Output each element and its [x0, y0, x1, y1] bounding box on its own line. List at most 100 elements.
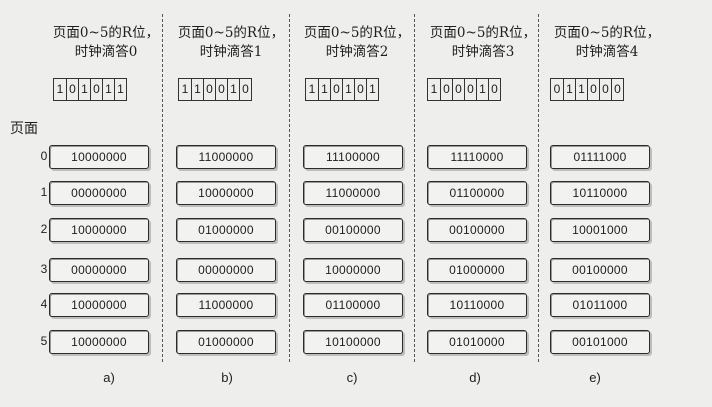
counter-page-5: 01000000: [176, 330, 276, 354]
counter-page-1: 10000000: [176, 181, 276, 205]
r-bit-page-1: 0: [440, 79, 452, 100]
page-label-3: 3: [40, 262, 48, 276]
r-bit-page-5: 1: [114, 79, 126, 100]
column-title-line2: 时钟滴答0: [74, 44, 138, 60]
counter-page-3: 01000000: [427, 258, 527, 282]
r-bit-page-2: 0: [203, 79, 215, 100]
r-bit-page-0: 1: [308, 82, 316, 96]
counter-page-5: 10100000: [303, 330, 403, 354]
r-bit-page-5: 0: [611, 79, 623, 100]
column-divider: [414, 14, 415, 362]
r-bits-row: 1 1 0 0 1 0: [178, 78, 252, 101]
r-bit-page-1: 1: [318, 79, 330, 100]
page-label-1: 1: [40, 185, 48, 199]
counter-page-2: 10000000: [49, 218, 149, 242]
counter-page-1: 10110000: [550, 181, 650, 205]
r-bit-page-1: 1: [563, 79, 575, 100]
r-bit-page-4: 0: [354, 79, 366, 100]
r-bit-page-3: 0: [587, 79, 599, 100]
r-bits-row: 1 0 1 0 1 1: [53, 78, 127, 101]
column-title-line2: 时钟滴答3: [451, 44, 515, 60]
subfigure-caption-b: b): [221, 370, 233, 385]
r-bit-page-5: 1: [366, 79, 378, 100]
counter-page-2: 01000000: [176, 218, 276, 242]
counter-page-4: 10000000: [49, 293, 149, 317]
subfigure-caption-a: a): [103, 370, 115, 385]
counter-page-4: 01011000: [550, 293, 650, 317]
counter-page-3: 00100000: [550, 258, 650, 282]
r-bit-page-4: 1: [476, 79, 488, 100]
column-title: 页面0~5的R位， 时钟滴答1: [165, 24, 297, 62]
r-bit-page-4: 1: [102, 79, 114, 100]
counter-page-1: 01100000: [427, 181, 527, 205]
column-title: 页面0~5的R位， 时钟滴答0: [40, 24, 172, 62]
counter-page-0: 11100000: [303, 145, 403, 169]
r-bit-page-0: 1: [56, 82, 64, 96]
counter-page-3: 00000000: [176, 258, 276, 282]
counter-page-2: 00100000: [427, 218, 527, 242]
counter-page-0: 11000000: [176, 145, 276, 169]
column-divider: [538, 14, 539, 362]
r-bit-page-2: 0: [452, 79, 464, 100]
r-bit-page-3: 0: [90, 79, 102, 100]
counter-page-0: 01111000: [550, 145, 650, 169]
r-bit-page-3: 0: [464, 79, 476, 100]
counter-page-1: 00000000: [49, 181, 149, 205]
page-label-2: 2: [40, 222, 48, 236]
page-label-5: 5: [40, 334, 48, 348]
tick-column-2: 页面0~5的R位， 时钟滴答2 1 1 0 1 0 1 11100000 110…: [291, 0, 423, 400]
counter-page-5: 00101000: [550, 330, 650, 354]
r-bit-page-1: 0: [66, 79, 78, 100]
column-title: 页面0~5的R位， 时钟滴答3: [417, 24, 549, 62]
r-bit-page-2: 0: [330, 79, 342, 100]
column-title-line1: 页面0~5的R位，: [429, 25, 537, 41]
column-title: 页面0~5的R位， 时钟滴答4: [541, 24, 673, 62]
r-bits-row: 1 0 0 0 1 0: [427, 78, 501, 101]
counter-page-4: 11000000: [176, 293, 276, 317]
counter-page-5: 01010000: [427, 330, 527, 354]
r-bit-page-4: 1: [227, 79, 239, 100]
r-bit-page-1: 1: [191, 79, 203, 100]
column-title-line2: 时钟滴答4: [575, 44, 639, 60]
counter-page-4: 10110000: [427, 293, 527, 317]
counter-page-0: 10000000: [49, 145, 149, 169]
page-label-4: 4: [40, 297, 48, 311]
subfigure-caption-d: d): [469, 370, 481, 385]
counter-page-2: 00100000: [303, 218, 403, 242]
counter-page-2: 10001000: [550, 218, 650, 242]
r-bit-page-3: 0: [215, 79, 227, 100]
subfigure-caption-e: e): [589, 370, 601, 385]
tick-column-0: 页面0~5的R位， 时钟滴答0 1 0 1 0 1 1 10000000 000…: [40, 0, 172, 400]
counter-page-1: 11000000: [303, 181, 403, 205]
counter-page-3: 00000000: [49, 258, 149, 282]
counter-page-4: 01100000: [303, 293, 403, 317]
column-divider: [289, 14, 290, 362]
r-bit-page-3: 1: [342, 79, 354, 100]
column-title-line2: 时钟滴答1: [199, 44, 263, 60]
counter-page-0: 11110000: [427, 145, 527, 169]
r-bits-row: 0 1 1 0 0 0: [550, 78, 624, 101]
column-title-line1: 页面0~5的R位，: [553, 25, 661, 41]
page-axis-header: 页面: [10, 121, 38, 137]
r-bits-row: 1 1 0 1 0 1: [305, 78, 379, 101]
counter-page-5: 10000000: [49, 330, 149, 354]
tick-column-1: 页面0~5的R位， 时钟滴答1 1 1 0 0 1 0 11000000 100…: [165, 0, 297, 400]
r-bit-page-0: 1: [430, 82, 438, 96]
counter-page-3: 10000000: [303, 258, 403, 282]
r-bit-page-5: 0: [488, 79, 500, 100]
column-divider: [162, 14, 163, 362]
column-title-line2: 时钟滴答2: [325, 44, 389, 60]
r-bit-page-0: 0: [553, 82, 561, 96]
column-title: 页面0~5的R位， 时钟滴答2: [291, 24, 423, 62]
tick-column-4: 页面0~5的R位， 时钟滴答4 0 1 1 0 0 0 01111000 101…: [541, 0, 673, 400]
column-title-line1: 页面0~5的R位，: [52, 25, 160, 41]
r-bit-page-4: 0: [599, 79, 611, 100]
page-label-0: 0: [40, 149, 48, 163]
column-title-line1: 页面0~5的R位，: [303, 25, 411, 41]
r-bit-page-2: 1: [78, 79, 90, 100]
r-bit-page-2: 1: [575, 79, 587, 100]
column-title-line1: 页面0~5的R位，: [177, 25, 285, 41]
r-bit-page-5: 0: [239, 79, 251, 100]
r-bit-page-0: 1: [181, 82, 189, 96]
